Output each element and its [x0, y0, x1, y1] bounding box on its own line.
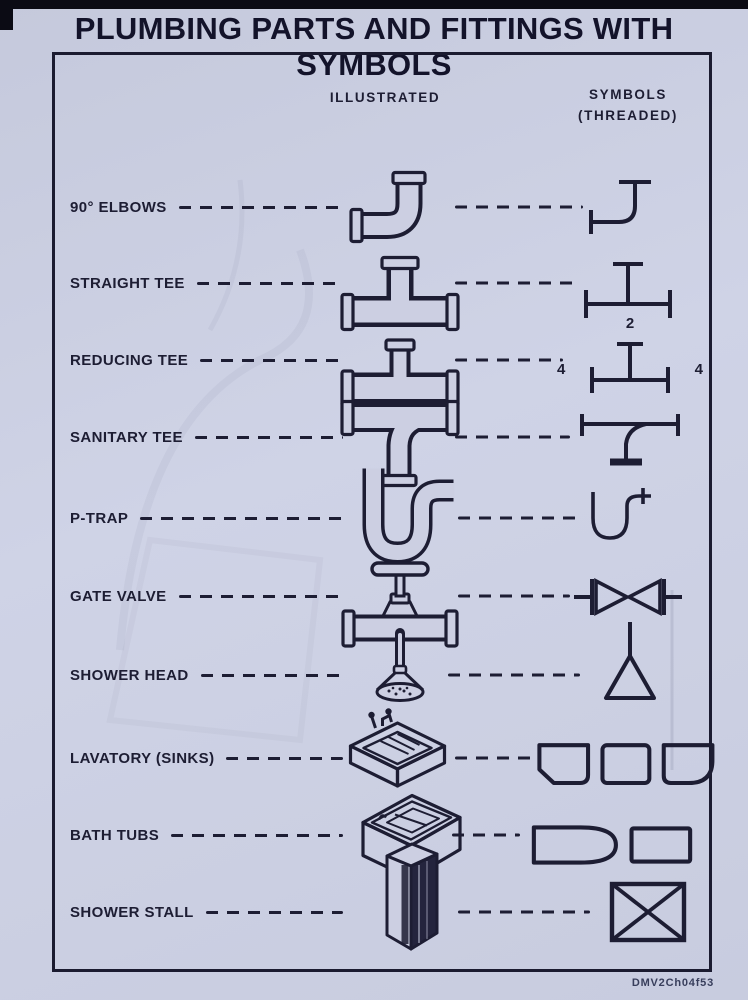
leader-dashes	[200, 358, 343, 362]
scan-corner-smudge	[0, 0, 13, 30]
table-row: LAVATORY (SINKS)	[70, 748, 345, 768]
column-header-illustrated: ILLUSTRATED	[329, 90, 441, 105]
shower-stall-icon	[374, 837, 450, 955]
p-trap-symbol-icon	[583, 484, 657, 548]
straight-tee-symbol-icon	[578, 259, 678, 325]
shower-head-fitting-icon	[358, 628, 442, 706]
shower-head-symbol-icon	[596, 620, 660, 704]
leader-dashes	[455, 756, 531, 760]
figure-reference-code: DMV2Ch04f53	[631, 977, 714, 989]
leader-dashes	[455, 281, 580, 285]
table-row: SHOWER HEAD	[70, 665, 345, 685]
leader-dashes	[178, 594, 343, 598]
row-label-shower-head: SHOWER HEAD	[70, 666, 189, 684]
column-header-symbols: SYMBOLS (THREADED)	[553, 85, 703, 127]
leader-dashes	[458, 594, 570, 598]
elbow-90-symbol-icon	[581, 176, 655, 244]
leader-dashes	[140, 516, 343, 520]
leader-dashes	[200, 673, 343, 677]
bath-tub-symbols-icon	[528, 822, 696, 868]
leader-dashes	[205, 910, 343, 914]
leader-dashes	[171, 833, 343, 837]
p-trap-fitting-icon	[341, 465, 456, 570]
gate-valve-symbol-icon	[572, 574, 684, 620]
leader-dashes	[448, 673, 580, 677]
lavatory-symbols-icon	[534, 740, 716, 790]
leader-dashes	[455, 358, 563, 362]
row-label-sanitary-tee: SANITARY TEE	[70, 428, 183, 446]
row-label-reducing-tee: REDUCING TEE	[70, 351, 189, 369]
leader-dashes	[455, 205, 583, 209]
straight-tee-fitting-icon	[340, 254, 460, 339]
leader-dashes	[194, 435, 343, 439]
leader-dashes	[178, 205, 343, 209]
row-label-p-trap: P-TRAP	[70, 509, 129, 527]
leader-dashes	[455, 435, 570, 439]
row-label-gate-valve: GATE VALVE	[70, 587, 167, 605]
row-label-straight-tee: STRAIGHT TEE	[70, 274, 185, 292]
shower-stall-symbol-icon	[608, 880, 688, 944]
leader-dashes	[226, 756, 343, 760]
table-row: BATH TUBS	[70, 825, 345, 845]
column-header-symbols-line2: (THREADED)	[578, 107, 678, 123]
reducing-tee-right-size: 4	[694, 361, 703, 378]
table-row: SANITARY TEE	[70, 427, 345, 447]
table-row: SHOWER STALL	[70, 902, 345, 922]
row-label-lavatory: LAVATORY (SINKS)	[70, 749, 215, 767]
row-label-bath-tubs: BATH TUBS	[70, 826, 160, 844]
reducing-tee-left-size: 4	[557, 361, 566, 378]
table-row: P-TRAP	[70, 508, 345, 528]
column-header-symbols-line1: SYMBOLS	[589, 87, 667, 102]
leader-dashes	[458, 910, 590, 914]
leader-dashes	[452, 833, 520, 837]
row-label-90-elbows: 90° ELBOWS	[70, 198, 167, 216]
table-row: 90° ELBOWS	[70, 197, 345, 217]
lavatory-sink-icon	[341, 707, 456, 807]
elbow-90-fitting-icon	[343, 170, 453, 255]
leader-dashes	[196, 281, 343, 285]
diagram-border-box	[52, 52, 712, 972]
reducing-tee-symbol-icon: 2 4 4	[555, 315, 705, 405]
reducing-tee-fitting-icon	[340, 334, 460, 414]
row-label-shower-stall: SHOWER STALL	[70, 903, 194, 921]
sanitary-tee-fitting-icon	[340, 392, 460, 489]
sanitary-tee-symbol-icon	[574, 412, 686, 472]
table-row: STRAIGHT TEE	[70, 273, 345, 293]
table-row: GATE VALVE	[70, 586, 345, 606]
leader-dashes	[458, 516, 576, 520]
scan-top-edge	[0, 0, 748, 9]
reducing-tee-branch-size: 2	[625, 315, 635, 332]
table-row: REDUCING TEE	[70, 350, 345, 370]
